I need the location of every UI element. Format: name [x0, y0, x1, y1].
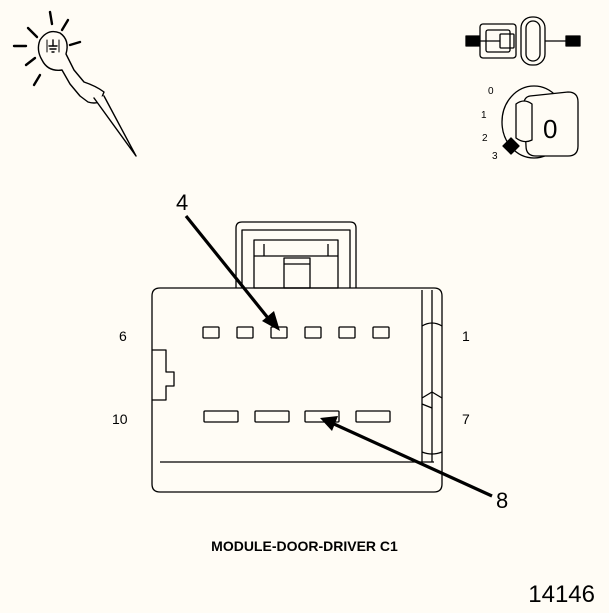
- key-position-3: 0: [488, 86, 494, 97]
- pin-cavity-7: [355, 410, 391, 423]
- pin-row-bottom: [203, 410, 391, 423]
- test-probe-light-icon: [12, 10, 137, 157]
- pin-cavity-2: [338, 326, 356, 339]
- figure-number: 14146: [528, 581, 595, 608]
- key-position-2: 1: [481, 110, 487, 121]
- disconnected-connector-icon: [465, 16, 581, 66]
- key-face-label: 0: [543, 114, 557, 144]
- pin-row-top: [202, 326, 390, 339]
- connector-body: [151, 221, 443, 493]
- pin-cavity-3: [304, 326, 322, 339]
- pin-cavity-9: [254, 410, 290, 423]
- diagram-caption: MODULE-DOOR-DRIVER C1: [211, 538, 398, 554]
- pin-label-top-left: 6: [119, 328, 127, 344]
- pin-cavity-4: [270, 326, 288, 339]
- callout-label-upper: 4: [176, 190, 188, 215]
- pin-cavity-10: [203, 410, 239, 423]
- pin-cavity-1: [372, 326, 390, 339]
- pin-cavity-6: [202, 326, 220, 339]
- ignition-key-icon: [501, 85, 579, 159]
- pin-label-bottom-right: 7: [462, 411, 470, 427]
- callout-arrow-upper: [184, 214, 280, 331]
- callout-label-lower: 8: [496, 488, 508, 513]
- key-position-1: 2: [482, 133, 488, 144]
- callout-arrow-lower: [320, 416, 493, 498]
- pin-label-top-right: 1: [462, 328, 470, 344]
- pin-label-bottom-left: 10: [112, 411, 128, 427]
- key-position-0: 3: [492, 151, 498, 162]
- pin-cavity-5: [236, 326, 254, 339]
